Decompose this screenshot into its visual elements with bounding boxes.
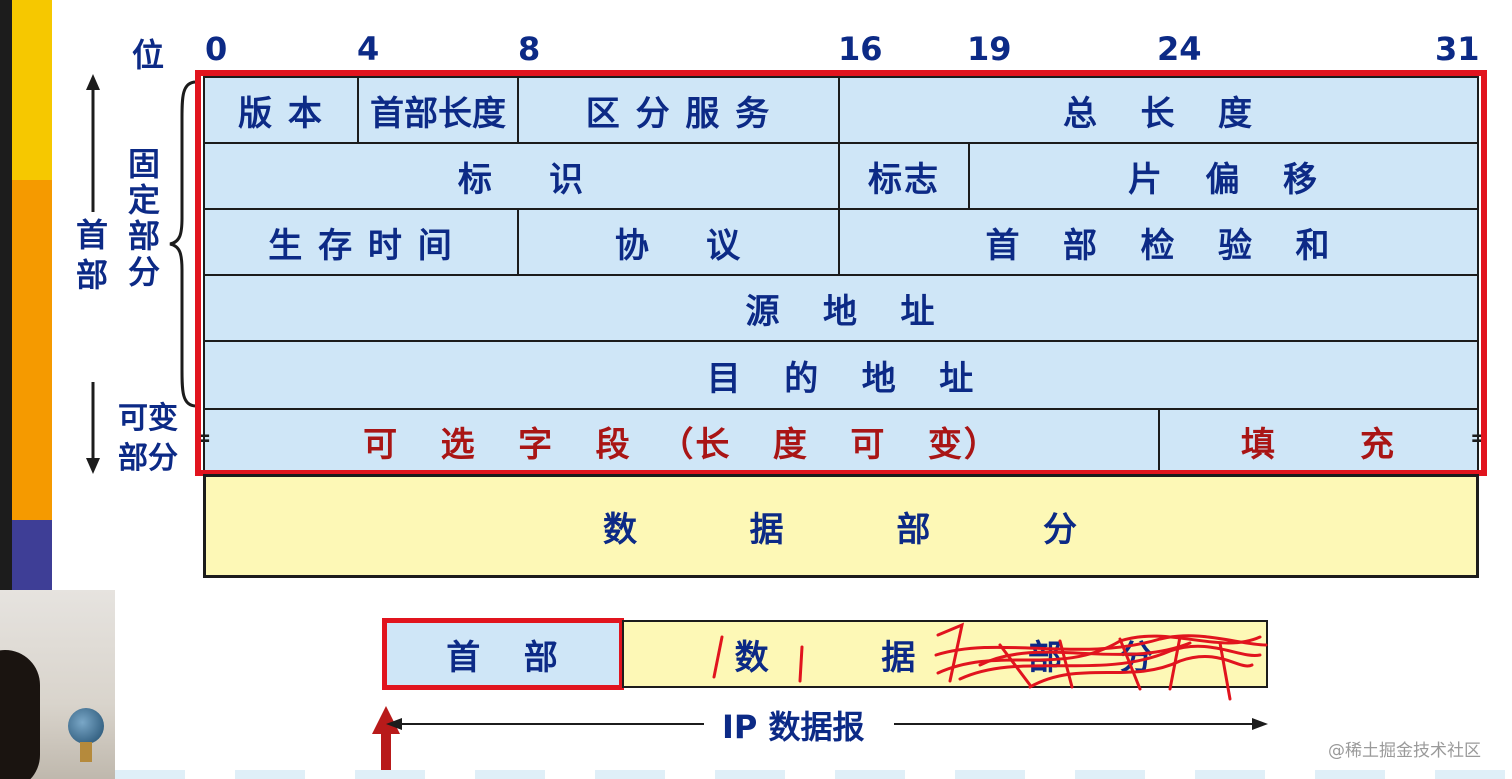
fragment-offset-field: 片 偏 移 — [968, 142, 1479, 210]
variable-part-label-1: 可变 — [118, 401, 178, 436]
dest-address-field: 目 的 地 址 — [203, 340, 1479, 410]
bit-31: 31 — [1435, 30, 1480, 68]
diff-services-field: 区 分 服 务 — [517, 76, 840, 144]
watermark: @稀土掘金技术社区 — [1328, 741, 1481, 761]
checksum-field: 首 部 检 验 和 — [838, 208, 1479, 276]
fixed-part-label: 固定部分 — [127, 145, 160, 291]
bit-8: 8 — [518, 30, 541, 68]
header-span-arrow — [86, 74, 100, 474]
header-highlight-frame — [195, 70, 1487, 476]
left-bar-edge — [0, 0, 12, 590]
pointer-arrow — [372, 706, 400, 779]
header-length-field: 首部长度 — [357, 76, 519, 144]
header-side-label: 首部 — [75, 216, 108, 294]
identification-field: 标 识 — [203, 142, 840, 210]
datagram-header-block: 首 部 — [382, 618, 624, 690]
bit-ruler-label: 位 — [132, 36, 165, 74]
bit-0: 0 — [205, 30, 228, 68]
webcam-overlay — [0, 590, 115, 779]
fixed-part-brace — [169, 80, 197, 408]
bit-19: 19 — [967, 30, 1012, 68]
decorative-band — [115, 770, 1512, 779]
padding-field: 填 充 — [1158, 408, 1479, 474]
bit-24: 24 — [1157, 30, 1202, 68]
datagram-span-arrow — [386, 718, 1268, 730]
bit-16: 16 — [838, 30, 883, 68]
ip-datagram-label: IP 数据报 — [722, 708, 865, 746]
globe-icon — [68, 708, 104, 744]
data-part-field: 数 据 部 分 — [203, 474, 1479, 578]
handwritten-scribble — [712, 622, 1268, 701]
options-field: 可 选 字 段 （长 度 可 变） — [203, 408, 1160, 474]
variable-part-label-2: 部分 — [118, 441, 178, 476]
flags-field: 标志 — [838, 142, 970, 210]
bit-4: 4 — [357, 30, 380, 68]
